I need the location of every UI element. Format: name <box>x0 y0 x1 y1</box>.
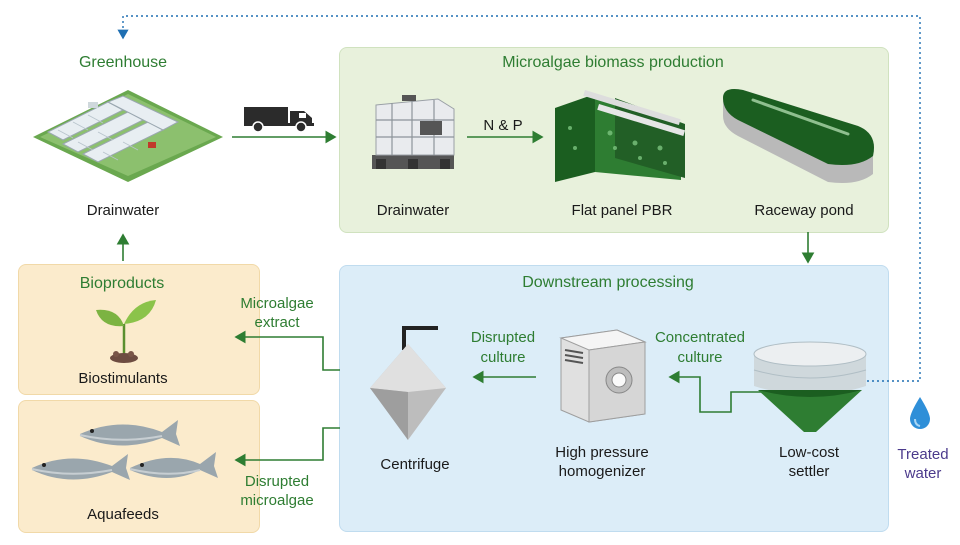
homogenizer-icon <box>559 329 647 423</box>
ibc-tank-icon <box>372 95 455 169</box>
water-drop-icon <box>910 397 930 429</box>
arrow-settler-to-homogenizer <box>668 370 761 413</box>
settler-label-line1: Low-cost <box>778 444 840 461</box>
nutrients-label: N & P <box>483 117 523 134</box>
concentrated-culture-line1: Concentrated <box>654 329 746 346</box>
settler-label-line2: settler <box>788 463 830 480</box>
arrow-to-bioproducts <box>234 330 340 371</box>
greenhouse-icon <box>33 90 223 182</box>
microalgae-extract-line2: extract <box>254 314 300 331</box>
disrupted-microalgae-line2: microalgae <box>240 492 314 509</box>
settler-icon <box>753 341 867 432</box>
flat-panel-pbr-label: Flat panel PBR <box>571 202 673 219</box>
truck-icon <box>244 107 314 133</box>
biomass-production-title: Microalgae biomass production <box>502 54 724 71</box>
disrupted-microalgae-line1: Disrupted <box>244 473 310 490</box>
homogenizer-label-line1: High pressure <box>555 444 649 461</box>
disrupted-culture-line2: culture <box>480 349 526 366</box>
downstream-processing-title: Downstream processing <box>522 274 694 291</box>
treated-water-line2: water <box>904 465 942 482</box>
arrow-to-aquafeeds <box>234 427 340 467</box>
seedling-icon <box>96 300 156 363</box>
raceway-pond-label: Raceway pond <box>754 202 854 219</box>
fish-icon <box>31 420 218 480</box>
greenhouse-drainwater-label: Drainwater <box>86 202 160 219</box>
concentrated-culture-line2: culture <box>677 349 723 366</box>
bioproducts-title: Bioproducts <box>79 275 165 292</box>
biostimulants-label: Biostimulants <box>78 370 168 387</box>
biomass-drainwater-label: Drainwater <box>376 202 450 219</box>
disrupted-culture-line1: Disrupted <box>470 329 536 346</box>
centrifuge-label: Centrifuge <box>380 456 450 473</box>
centrifuge-icon <box>370 326 446 440</box>
bioproducts-panel <box>18 264 260 395</box>
flat-panel-pbr-icon <box>555 90 686 182</box>
microalgae-extract-line1: Microalgae <box>240 295 314 312</box>
homogenizer-label-line2: homogenizer <box>558 463 646 480</box>
raceway-pond-icon <box>723 89 874 183</box>
aquafeeds-label: Aquafeeds <box>87 506 159 523</box>
treated-water-line1: Treated <box>897 446 949 463</box>
greenhouse-title: Greenhouse <box>78 54 168 71</box>
